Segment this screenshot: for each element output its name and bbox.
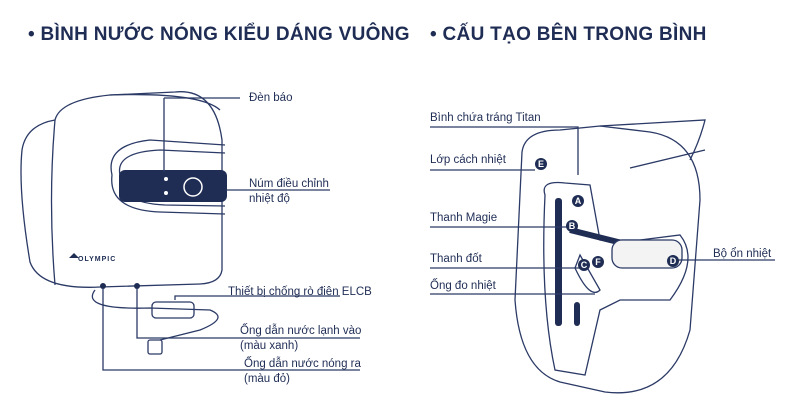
label-cold-pipe: Ống dẫn nước lạnh vào [240, 325, 362, 337]
indicator-light-icon [164, 191, 168, 195]
label-indicator-light: Đèn báo [249, 92, 293, 104]
label-hot-pipe: Ống dẫn nước nóng ra [244, 358, 361, 370]
label-hot-pipe-2: (màu đỏ) [244, 373, 291, 385]
svg-text:D: D [670, 256, 677, 266]
svg-text:B: B [569, 221, 576, 231]
svg-text:A: A [575, 196, 582, 206]
indicator-light-icon [164, 177, 168, 181]
label-temp-knob: Núm điều chỉnh [249, 178, 329, 190]
label-tank: Bình chứa tráng Titan [430, 112, 541, 124]
water-heater-interior [430, 119, 775, 394]
label-thermostat: Bộ ổn nhiệt [713, 248, 772, 260]
svg-text:C: C [581, 260, 588, 270]
thermostat-device [611, 239, 683, 269]
elcb-device [151, 301, 195, 319]
label-heater: Thanh đốt [430, 253, 482, 265]
label-elcb: Thiết bị chống rò điện ELCB [228, 286, 372, 298]
svg-text:E: E [538, 159, 544, 169]
right-section-title: • CẤU TẠO BÊN TRONG BÌNH [430, 24, 707, 45]
power-cable [91, 289, 219, 341]
olympic-logo-icon [69, 253, 79, 258]
label-temp-knob-2: nhiệt độ [249, 193, 290, 205]
temperature-knob-icon [183, 177, 203, 197]
label-thermo-tube: Ống đo nhiệt [430, 280, 496, 292]
control-panel [119, 170, 227, 202]
water-heater-exterior [20, 91, 360, 371]
markers: A B C D E F [535, 158, 679, 271]
thermo-tube [555, 198, 562, 326]
left-section-title: • BÌNH NƯỚC NÓNG KIỂU DÁNG VUÔNG [28, 24, 410, 45]
svg-text:F: F [595, 257, 601, 267]
label-magnesium: Thanh Magie [430, 212, 498, 224]
label-cold-pipe-2: (màu xanh) [240, 340, 299, 352]
label-insulation: Lớp cách nhiệt [430, 154, 506, 166]
power-plug-icon [147, 339, 163, 355]
brand-logo: OLYMPIC [78, 256, 117, 263]
